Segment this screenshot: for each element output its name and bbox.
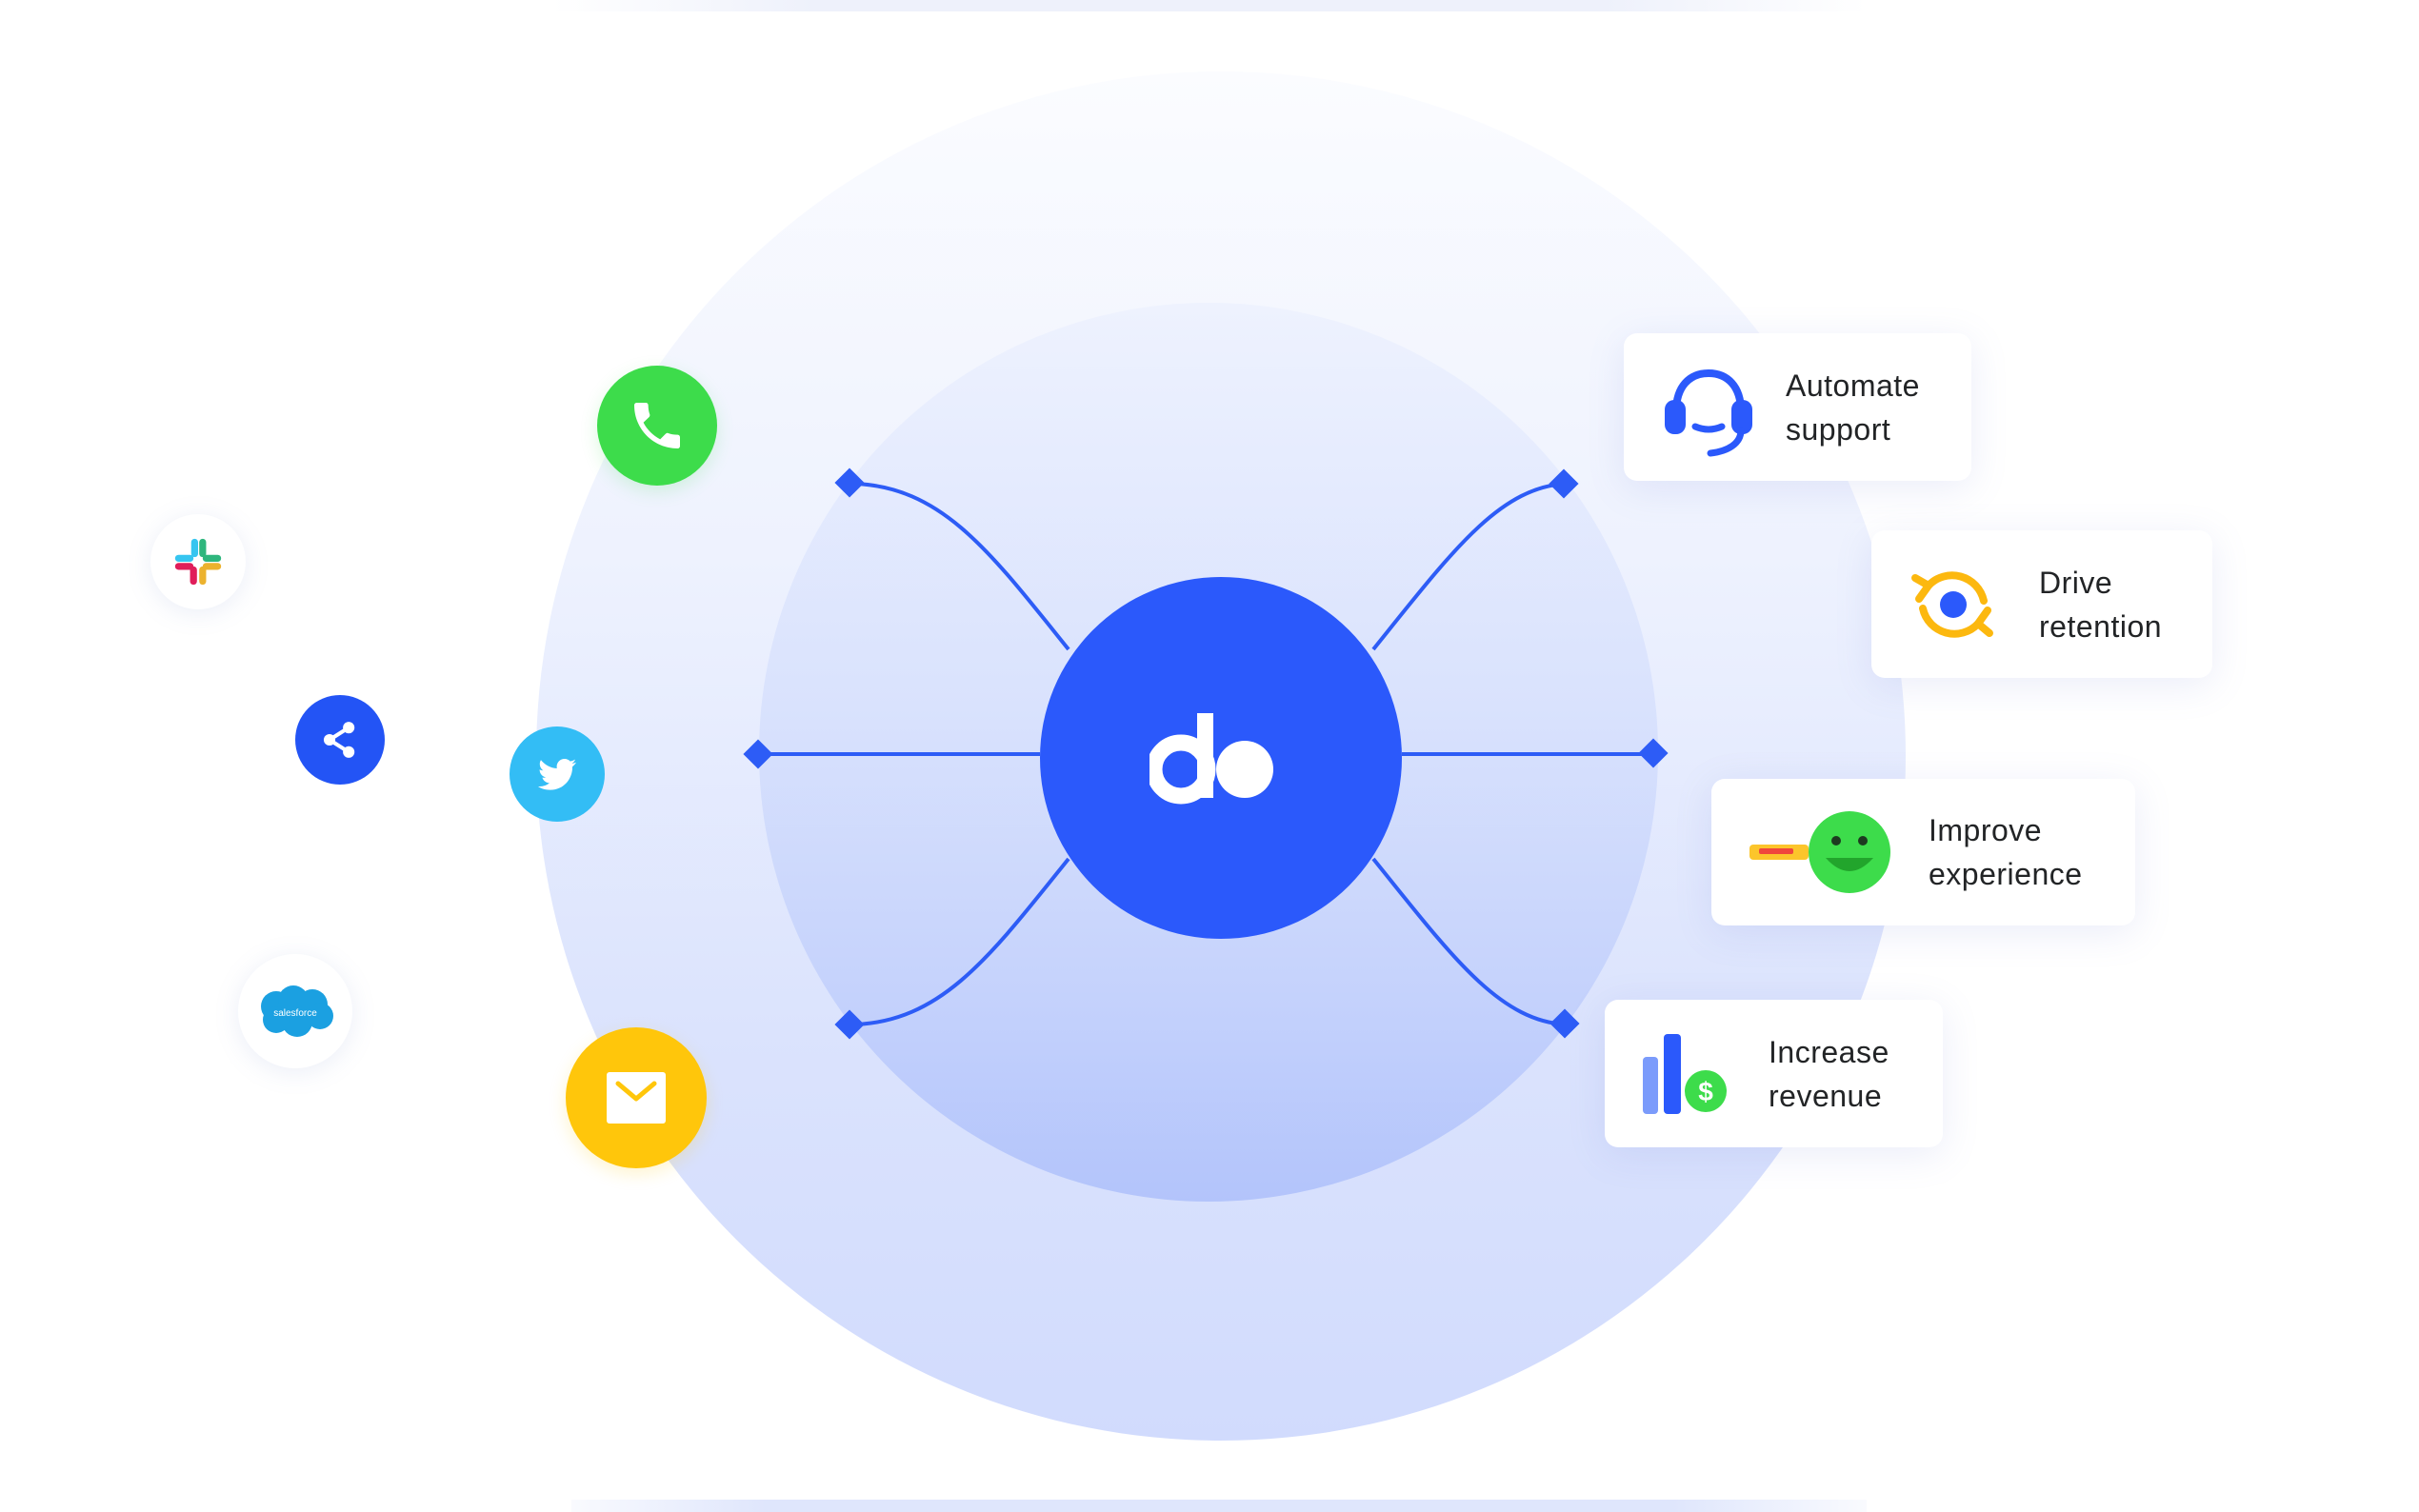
channel-share[interactable] (295, 695, 385, 785)
outcome-card-automate-support[interactable]: Automate support (1624, 333, 1971, 481)
hub-logo-circle[interactable]: do (1040, 577, 1402, 939)
outcome-label: Drive retention (2039, 565, 2163, 644)
top-band (552, 0, 1867, 11)
node-diamond-right (1638, 738, 1669, 768)
channel-salesforce[interactable]: salesforce (238, 954, 352, 1068)
twitter-icon (538, 759, 576, 790)
revenue-chart-icon: $ (1641, 1028, 1736, 1120)
bottom-band (571, 1500, 1867, 1512)
outcome-card-improve-experience[interactable]: Improve experience (1711, 779, 2135, 925)
outcome-label: Improve experience (1929, 813, 2083, 891)
smiley-meter-icon (1749, 805, 1902, 900)
slack-icon (174, 538, 222, 586)
connector-lower-right (1371, 857, 1567, 1026)
svg-text:$: $ (1698, 1077, 1713, 1106)
refresh-cycle-icon (1906, 557, 2001, 652)
outcome-label: Increase revenue (1769, 1034, 1889, 1113)
node-diamond-lower-left (834, 1009, 865, 1040)
outcome-label: Automate support (1786, 368, 1920, 447)
outcome-card-drive-retention[interactable]: Drive retention (1871, 530, 2212, 678)
connector-upper-right (1371, 482, 1567, 651)
node-diamond-lower-right (1549, 1008, 1580, 1039)
do-logo-icon: do (1150, 713, 1273, 805)
channel-twitter[interactable] (510, 726, 605, 822)
channel-phone[interactable] (597, 366, 717, 486)
salesforce-icon: salesforce (261, 985, 333, 1037)
node-diamond-upper-left (834, 468, 865, 498)
channel-slack[interactable] (150, 514, 246, 609)
mail-icon (607, 1072, 666, 1124)
connector-lower-left (854, 857, 1070, 1026)
phone-icon (634, 403, 680, 448)
channel-email[interactable] (566, 1027, 707, 1168)
outcome-card-increase-revenue[interactable]: $ Increase revenue (1605, 1000, 1943, 1147)
node-diamond-upper-right (1549, 468, 1579, 499)
share-icon (323, 722, 355, 758)
headset-icon (1656, 358, 1761, 457)
node-diamond-left (743, 739, 773, 769)
svg-text:salesforce: salesforce (273, 1008, 317, 1019)
connector-upper-left (854, 482, 1070, 651)
